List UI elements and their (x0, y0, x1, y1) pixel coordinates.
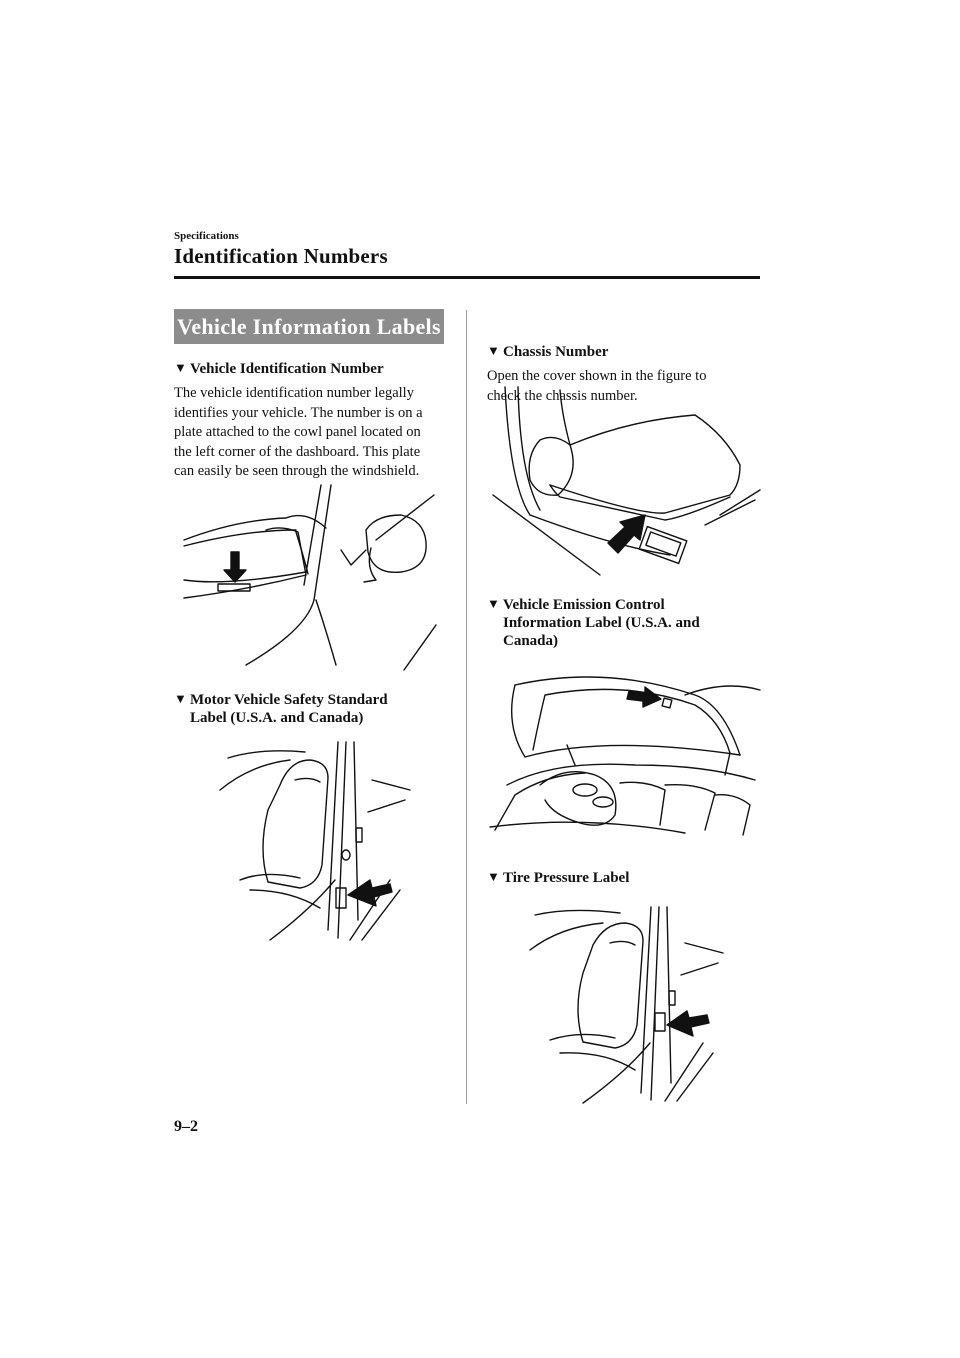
vin-heading-text: Vehicle Identification Number (190, 361, 384, 377)
vin-line: can easily be seen through the windshiel… (174, 463, 420, 479)
emission-label-figure (489, 676, 761, 836)
section-label: Specifications (174, 230, 239, 242)
triangle-down-icon: ▼ (174, 360, 187, 375)
vin-line: the left corner of the dashboard. This p… (174, 443, 421, 460)
tire-pressure-figure (529, 906, 724, 1104)
chassis-line: Open the cover shown in the figure to (487, 368, 707, 384)
tire-pressure-heading-text: Tire Pressure Label (503, 870, 630, 886)
title-rule (174, 276, 760, 279)
chassis-line: check the chassis number. (487, 387, 638, 404)
vin-line: The vehicle identification number legall… (174, 385, 414, 401)
chassis-heading-text: Chassis Number (503, 344, 609, 360)
emission-heading-line: Information Label (U.S.A. and (503, 615, 700, 631)
safety-label-heading: ▼Motor Vehicle Safety Standard Label (U.… (174, 690, 388, 727)
vin-heading: ▼Vehicle Identification Number (174, 359, 384, 378)
column-divider (466, 310, 467, 1104)
chassis-paragraph: Open the cover shown in the figure to ch… (487, 367, 767, 406)
safety-label-heading-line: Label (U.S.A. and Canada) (190, 710, 364, 726)
emission-heading-line: Vehicle Emission Control (503, 597, 665, 613)
tire-pressure-heading: ▼Tire Pressure Label (487, 868, 629, 887)
chassis-heading: ▼Chassis Number (487, 342, 608, 361)
emission-heading: ▼Vehicle Emission Control Information La… (487, 595, 700, 650)
vin-line: plate attached to the cowl panel located… (174, 424, 421, 440)
vin-paragraph: The vehicle identification number legall… (174, 384, 454, 482)
page-number: 9–2 (174, 1118, 198, 1135)
page-title: Identification Numbers (174, 244, 388, 268)
safety-label-figure (219, 741, 411, 941)
vin-plate-figure (183, 484, 437, 671)
triangle-down-icon: ▼ (487, 596, 500, 611)
safety-label-heading-line: Motor Vehicle Safety Standard (190, 692, 388, 708)
triangle-down-icon: ▼ (487, 869, 500, 884)
triangle-down-icon: ▼ (174, 691, 187, 706)
chassis-number-figure (492, 386, 761, 576)
triangle-down-icon: ▼ (487, 343, 500, 358)
vin-line: identifies your vehicle. The number is o… (174, 404, 423, 421)
section-banner: Vehicle Information Labels (174, 309, 444, 344)
emission-heading-line: Canada) (503, 633, 559, 649)
